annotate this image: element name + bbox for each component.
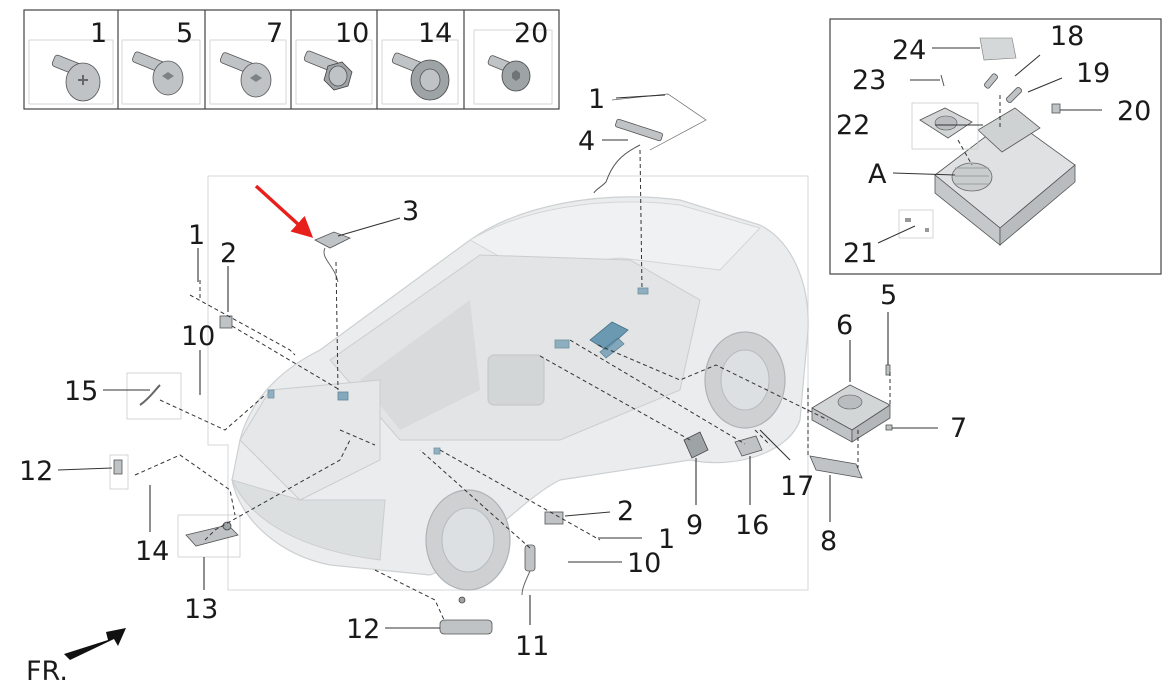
fastener-cell-20: 20 bbox=[473, 18, 553, 105]
part-9-module bbox=[683, 431, 709, 459]
fastener-legend-strip: 1 5 7 bbox=[23, 9, 560, 110]
callout-2-left: 2 bbox=[220, 238, 237, 269]
callout-labels: 1 4 3 1 2 10 15 12 14 13 12 11 10 1 2 9 … bbox=[19, 84, 967, 662]
fastener-cell-5: 5 bbox=[121, 18, 201, 105]
callout-9: 9 bbox=[686, 510, 703, 541]
part-4-antenna-module bbox=[593, 93, 707, 194]
red-pointer-arrow-icon bbox=[254, 184, 314, 238]
fastener-cell-1: 1 bbox=[28, 18, 114, 105]
part-3-sensor bbox=[314, 231, 351, 283]
callout-12-bottom: 12 bbox=[346, 614, 380, 645]
callout-1-top: 1 bbox=[588, 84, 605, 115]
fan-module bbox=[911, 102, 979, 150]
fastener-label: 20 bbox=[514, 18, 548, 49]
callout-2-bottom: 2 bbox=[617, 496, 634, 527]
callout-1-bottom: 1 bbox=[658, 524, 675, 555]
inset-label-24: 24 bbox=[892, 35, 926, 66]
part-8-bracket bbox=[809, 455, 863, 479]
part-6-control-unit bbox=[811, 384, 891, 443]
small-bracket-19 bbox=[1005, 86, 1023, 104]
callout-10-bottom: 10 bbox=[627, 548, 661, 579]
hex-drive-bolt-icon bbox=[219, 52, 272, 98]
part-12-sensor-bottom bbox=[439, 596, 493, 635]
part-2-bracket-bottom bbox=[544, 511, 564, 525]
label-plate-21 bbox=[898, 209, 934, 239]
assembly-lines bbox=[134, 149, 891, 623]
inset-label-20: 20 bbox=[1117, 96, 1151, 127]
fastener-label: 10 bbox=[335, 18, 369, 49]
part-13-module bbox=[177, 514, 241, 558]
callout-12-left: 12 bbox=[19, 456, 53, 487]
callout-5: 5 bbox=[880, 280, 897, 311]
callout-10-left: 10 bbox=[181, 321, 215, 352]
hex-flange-bolt-icon bbox=[303, 50, 353, 91]
part-7-screw bbox=[885, 424, 893, 431]
callout-15: 15 bbox=[64, 376, 98, 407]
callout-11: 11 bbox=[515, 631, 549, 662]
leader-lines bbox=[57, 94, 938, 629]
small-bracket-18 bbox=[983, 73, 999, 89]
inset-label-18: 18 bbox=[1050, 21, 1084, 52]
callout-14: 14 bbox=[135, 536, 169, 567]
exploded-parts bbox=[109, 93, 893, 635]
inset-label-A: A bbox=[868, 159, 887, 190]
part-11-cable bbox=[521, 544, 536, 596]
vehicle-body bbox=[207, 175, 809, 591]
callout-1-left: 1 bbox=[188, 220, 205, 251]
callout-3: 3 bbox=[402, 196, 419, 227]
socket-bolt-icon bbox=[487, 55, 531, 92]
screw-20-inset bbox=[1051, 103, 1061, 114]
pan-head-screw-icon bbox=[51, 54, 101, 102]
fastener-cell-14: 14 bbox=[381, 18, 459, 105]
callout-7: 7 bbox=[950, 413, 967, 444]
wafer-bolt-icon bbox=[132, 51, 184, 96]
direction-label: FR. bbox=[26, 656, 68, 687]
control-unit-housing bbox=[934, 107, 1076, 246]
fastener-label: 1 bbox=[90, 18, 107, 49]
part-15-sensor bbox=[126, 372, 182, 420]
callout-13: 13 bbox=[184, 594, 218, 625]
flange-screw-icon bbox=[391, 52, 450, 101]
callout-6: 6 bbox=[836, 310, 853, 341]
inset-label-22: 22 bbox=[836, 110, 870, 141]
callout-8: 8 bbox=[820, 526, 837, 557]
inset-label-21: 21 bbox=[843, 238, 877, 269]
part-12-sensor-left bbox=[109, 454, 129, 490]
part-5-screw bbox=[885, 364, 891, 376]
callout-16: 16 bbox=[735, 510, 769, 541]
forward-direction-arrow-icon bbox=[64, 628, 126, 660]
front-direction-indicator: FR. bbox=[26, 628, 126, 687]
pin-23 bbox=[940, 74, 945, 87]
inset-label-23: 23 bbox=[852, 65, 886, 96]
fastener-label: 5 bbox=[176, 18, 193, 49]
thermal-pad bbox=[979, 37, 1017, 61]
part-2-bracket-left bbox=[219, 315, 233, 329]
fastener-cell-10: 10 bbox=[295, 18, 373, 105]
control-unit-inset: 24 18 23 19 22 20 A 21 bbox=[829, 18, 1162, 275]
fastener-label: 14 bbox=[418, 18, 452, 49]
inset-label-19: 19 bbox=[1076, 58, 1110, 89]
callout-4: 4 bbox=[578, 126, 595, 157]
part-16-module bbox=[734, 435, 763, 457]
fastener-label: 7 bbox=[266, 18, 283, 49]
callout-17: 17 bbox=[780, 471, 814, 502]
fastener-cell-7: 7 bbox=[209, 18, 287, 105]
